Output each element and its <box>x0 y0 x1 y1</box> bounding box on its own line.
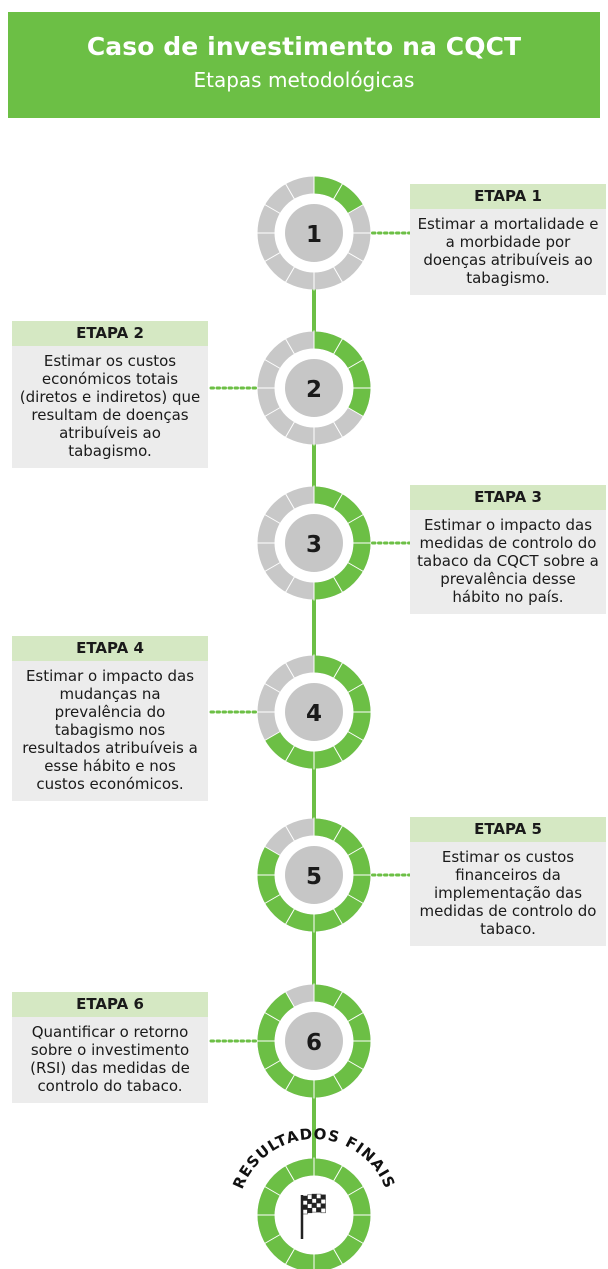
step-1-number: 1 <box>306 222 322 248</box>
step-1-ring-divider <box>263 203 281 215</box>
step-4-ring-divider <box>263 682 281 694</box>
final-ring-divider <box>263 1185 281 1197</box>
step-3-number: 3 <box>306 532 322 558</box>
step-5-badge <box>285 846 343 904</box>
step-3-ring-divider <box>284 576 296 594</box>
step-3-ring-divider <box>332 492 344 510</box>
step-3-ring-divider <box>263 513 281 525</box>
step-2-ring-divider <box>263 358 281 370</box>
step-5-description: Estimar os custos financeiros da impleme… <box>410 841 606 946</box>
step-5-ring-divider <box>284 908 296 926</box>
step-4-ring-divider <box>284 661 296 679</box>
step-4-label: ETAPA 4 <box>12 635 208 661</box>
final-ring-divider <box>284 1248 296 1266</box>
step-1-ring-divider <box>263 251 281 263</box>
final-ring-divider <box>332 1164 344 1182</box>
step-3-ring-divider <box>263 561 281 573</box>
step-4-ring-divider <box>284 745 296 763</box>
page-title: Caso de investimento na CQCT <box>86 32 522 61</box>
step-3-ring-divider <box>347 561 365 573</box>
step-6-number: 6 <box>306 1030 322 1056</box>
step-2-ring-divider <box>347 406 365 418</box>
step-4-ring-divider <box>332 745 344 763</box>
step-2-ring-divider <box>332 421 344 439</box>
step-2-number: 2 <box>306 377 322 403</box>
step-3-ring-divider <box>347 513 365 525</box>
step-4-ring-divider <box>332 661 344 679</box>
step-1-ring-divider <box>347 203 365 215</box>
step-1-ring-divider <box>332 182 344 200</box>
step-5-label: ETAPA 5 <box>410 816 606 842</box>
final-ring-divider <box>332 1248 344 1266</box>
step-6-ring-divider <box>263 1011 281 1023</box>
step-6-ring-divider <box>332 990 344 1008</box>
step-6-ring-divider <box>263 1059 281 1071</box>
step-3-ring-divider <box>332 576 344 594</box>
checkered-flag-icon <box>300 1193 326 1239</box>
step-6-ring-divider <box>332 1074 344 1092</box>
step-1-ring-divider <box>284 266 296 284</box>
step-5-ring-divider <box>263 893 281 905</box>
step-4-ring-divider <box>263 730 281 742</box>
step-3-ring-divider <box>284 492 296 510</box>
step-6-ring-divider <box>284 1074 296 1092</box>
step-6-ring-progress <box>257 984 371 1098</box>
step-6-ring-divider <box>347 1011 365 1023</box>
header-banner: Caso de investimento na CQCT Etapas meto… <box>8 12 600 118</box>
step-1-ring-divider <box>284 182 296 200</box>
final-ring-divider <box>347 1185 365 1197</box>
step-4-ring-divider <box>347 682 365 694</box>
step-2-ring-divider <box>284 421 296 439</box>
step-2-badge <box>285 359 343 417</box>
step-2-ring-divider <box>347 358 365 370</box>
step-5-ring-divider <box>347 845 365 857</box>
step-2-label: ETAPA 2 <box>12 320 208 346</box>
step-5-number: 5 <box>306 864 322 890</box>
final-ring-divider <box>263 1233 281 1245</box>
step-6-ring-divider <box>347 1059 365 1071</box>
step-1-description: Estimar a mortalidade e a morbidade por … <box>410 208 606 295</box>
step-1-ring-divider <box>347 251 365 263</box>
step-4-ring-divider <box>347 730 365 742</box>
step-1-ring-divider <box>332 266 344 284</box>
final-ring-divider <box>347 1233 365 1245</box>
step-3-badge <box>285 514 343 572</box>
step-6-badge <box>285 1012 343 1070</box>
final-ring-divider <box>284 1164 296 1182</box>
step-1-label: ETAPA 1 <box>410 183 606 209</box>
step-4-badge <box>285 683 343 741</box>
final-badge <box>284 1185 344 1245</box>
step-6-label: ETAPA 6 <box>12 991 208 1017</box>
step-5-ring-divider <box>284 824 296 842</box>
step-2-ring-divider <box>284 337 296 355</box>
step-6-ring-divider <box>284 990 296 1008</box>
page-subtitle: Etapas metodológicas <box>193 68 415 92</box>
step-4-number: 4 <box>306 701 322 727</box>
step-2-ring-divider <box>332 337 344 355</box>
step-6-description: Quantificar o retorno sobre o investimen… <box>12 1016 208 1103</box>
step-3-label: ETAPA 3 <box>410 484 606 510</box>
step-5-ring-divider <box>332 824 344 842</box>
step-2-ring-divider <box>263 406 281 418</box>
step-5-ring-divider <box>332 908 344 926</box>
step-2-description: Estimar os custos económicos totais (dir… <box>12 345 208 468</box>
step-1-badge <box>285 204 343 262</box>
step-5-ring-divider <box>263 845 281 857</box>
step-5-ring-divider <box>347 893 365 905</box>
step-4-description: Estimar o impacto das mudanças na preval… <box>12 660 208 801</box>
step-3-description: Estimar o impacto das medidas de control… <box>410 509 606 614</box>
